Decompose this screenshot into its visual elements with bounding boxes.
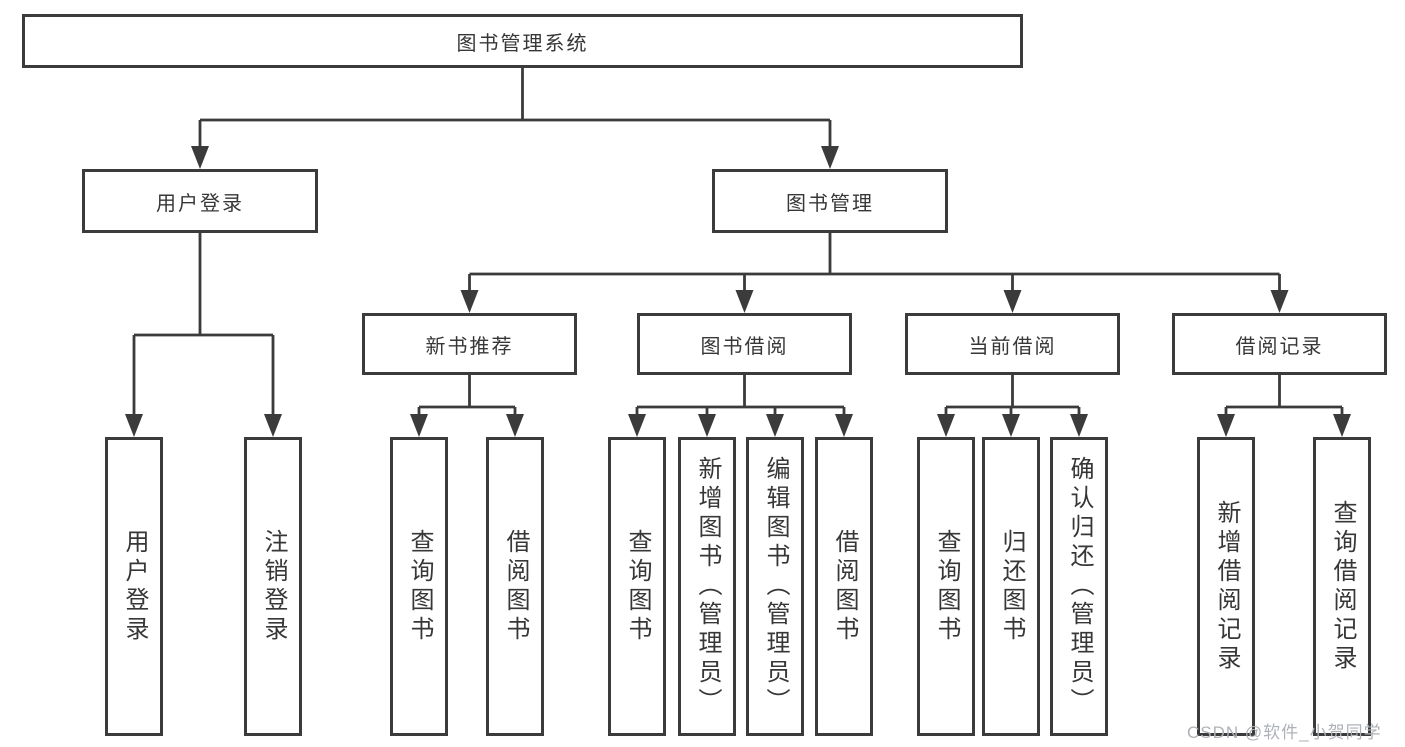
leaf-borrow-query-books: 查询图书 (608, 437, 666, 736)
leaf-borrow-books: 借阅图书 (815, 437, 873, 736)
connector-userlogin-to-leaves (132, 233, 275, 418)
connector-records-to-leaves (1224, 375, 1344, 418)
leaf-newbook-query-books: 查询图书 (390, 437, 448, 736)
leaf-add-books-admin: 新增图书（管理员） (678, 437, 736, 736)
node-book-management: 图书管理 (712, 169, 948, 233)
leaf-user-login: 用户登录 (105, 437, 163, 736)
connector-borrow-to-leaves (635, 375, 846, 418)
leaf-logout: 注销登录 (244, 437, 302, 736)
leaf-newbook-borrow-books: 借阅图书 (486, 437, 544, 736)
leaf-add-borrow-record: 新增借阅记录 (1197, 437, 1255, 736)
node-book-borrowing: 图书借阅 (637, 313, 852, 375)
node-library-management-system: 图书管理系统 (22, 14, 1023, 68)
connector-bookmgmt-to-level3 (468, 233, 1281, 294)
node-new-book-recommend: 新书推荐 (362, 313, 577, 375)
leaf-edit-books-admin: 编辑图书（管理员） (746, 437, 804, 736)
node-current-borrowing: 当前借阅 (905, 313, 1120, 375)
leaf-current-query-books: 查询图书 (917, 437, 975, 736)
csdn-watermark: CSDN @软件_小贺同学 (1187, 723, 1382, 742)
node-user-login: 用户登录 (82, 169, 318, 233)
node-borrowing-records: 借阅记录 (1172, 313, 1387, 375)
leaf-confirm-return-admin: 确认归还（管理员） (1050, 437, 1108, 736)
leaf-query-borrow-record: 查询借阅记录 (1313, 437, 1371, 736)
arrowheads (125, 146, 1351, 437)
connector-newbook-to-leaves (417, 375, 517, 418)
connector-current-to-leaves (944, 375, 1081, 418)
connector-root-to-level2 (198, 68, 832, 150)
leaf-return-books: 归还图书 (982, 437, 1040, 736)
